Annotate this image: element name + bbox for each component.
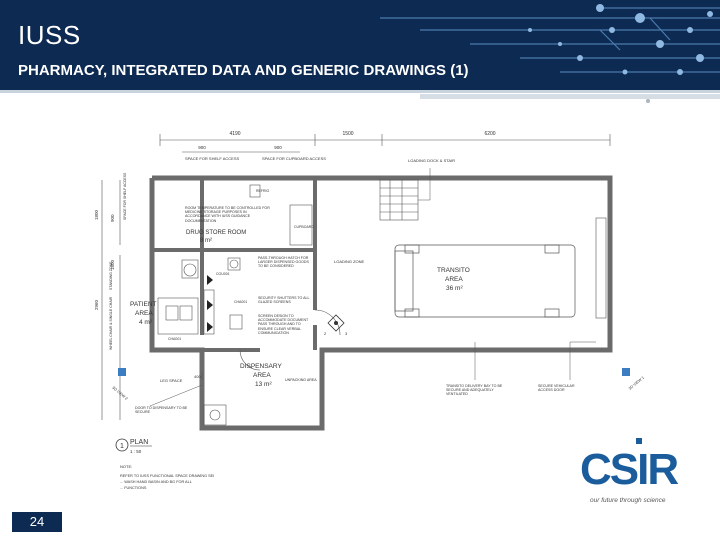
svg-text:3: 3 [345,331,348,336]
note-label: SPACE FOR SHELF ACCESS [185,156,239,161]
room-area: 13 m² [255,381,272,388]
note-label: LEG SPACE [160,378,183,383]
note-label: SPACE FOR CUPBOARD ACCESS [262,156,326,161]
footnote-heading: NOTE: [120,464,132,469]
note-label: WHEEL CHAIR & SINGLE CHAIR [109,296,113,350]
note-door: DOOR TO DISPENSARY TO BE SECURE [135,406,188,415]
note-security-shutters: SECURITY SHUTTERS TO ALL GLAZED SCREENS [258,296,310,305]
footnote-line: ... FUNCTIONS [120,486,147,490]
room-area: 4 m² [139,319,153,326]
note-label: LOADING ZONE [334,259,365,264]
dimension-label: 2960 [94,299,99,310]
note-vehicular-door: SECURE VEHICULAR ACCESS DOOR [538,384,575,393]
dimension-label: 1800 [94,209,99,220]
note-label: LOADING DOCK & STAIR [408,158,455,163]
dimension-label: 6200 [484,131,495,137]
dimension-label: 900 [274,145,282,150]
note-unpacking: UNPACKING AREA [285,378,317,382]
dimension-label: 1800 [110,259,115,270]
plan-title: PLAN [130,439,148,446]
note-pass-through: PASS-THROUGH HATCH FOR LARGER DISPENSED … [258,256,309,269]
header-banner: IUSS PHARMACY, INTEGRATED DATA AND GENER… [0,0,720,90]
dimension-label: 900 [110,214,115,222]
room-name: AREA [135,310,153,317]
footnote-line: REFER TO IUSS FUNCTIONAL SPACE DRAWING S… [120,474,214,478]
note-label: CHA001 [168,337,181,341]
page-number: 24 [12,512,62,532]
room-name: AREA [253,372,271,379]
note-label: CUPBOARD [294,225,314,229]
room-area: 36 m² [446,285,463,292]
note-label: REFRIG [256,189,270,193]
dimension-label: 1500 [342,131,353,137]
header-strip-decoration [0,90,720,103]
floor-plan-drawing: 4190 1500 6200 900 900 SPACE FOR SHELF A… [94,131,645,490]
room-name: AREA [445,276,463,283]
plan-number: 1 [120,443,124,450]
dimension-label: 4190 [229,131,240,137]
footnote-line: ... WASH HAND BASIN AND BG FOR ALL [120,480,192,484]
csir-logo: CSIR our future through science [580,438,680,504]
note-label: STANDING ZONE [109,261,113,290]
logo-tagline: our future through science [590,497,666,504]
svg-text:2: 2 [324,331,327,336]
dimension-label: 900 [198,145,206,150]
page-subtitle: PHARMACY, INTEGRATED DATA AND GENERIC DR… [18,62,469,79]
view-marker-label: 3D VIEW 1 [628,376,645,391]
room-name: DRUG STORE ROOM [186,230,246,236]
dimension-label: 400 [194,374,201,379]
page-title: IUSS [18,20,81,50]
room-name: TRANSITO [437,267,470,274]
note-label: COU001 [216,272,230,276]
room-name: PATIENT [130,301,157,308]
note-delivery-bay: TRANSITO DELIVERY BAY TO BE SECURE AND A… [446,384,503,397]
circuit-pattern-icon [380,4,720,75]
plan-scale: 1 : 50 [130,449,142,454]
logo-text: CSIR [580,445,678,494]
note-temperature: ROOM TEMPERATURE TO BE CONTROLLED FOR ME… [185,206,270,223]
room-name: DISPENSARY [240,363,282,370]
room-area: 8 m² [200,238,212,244]
note-label: CHA001 [234,300,247,304]
plan-number-badge [115,438,129,452]
note-screen-design: SCREEN DESIGN TO ACCOMMODATE DOCUMENT PA… [258,314,309,335]
note-label: SPACE FOR SHELF ACCESS [123,172,127,220]
